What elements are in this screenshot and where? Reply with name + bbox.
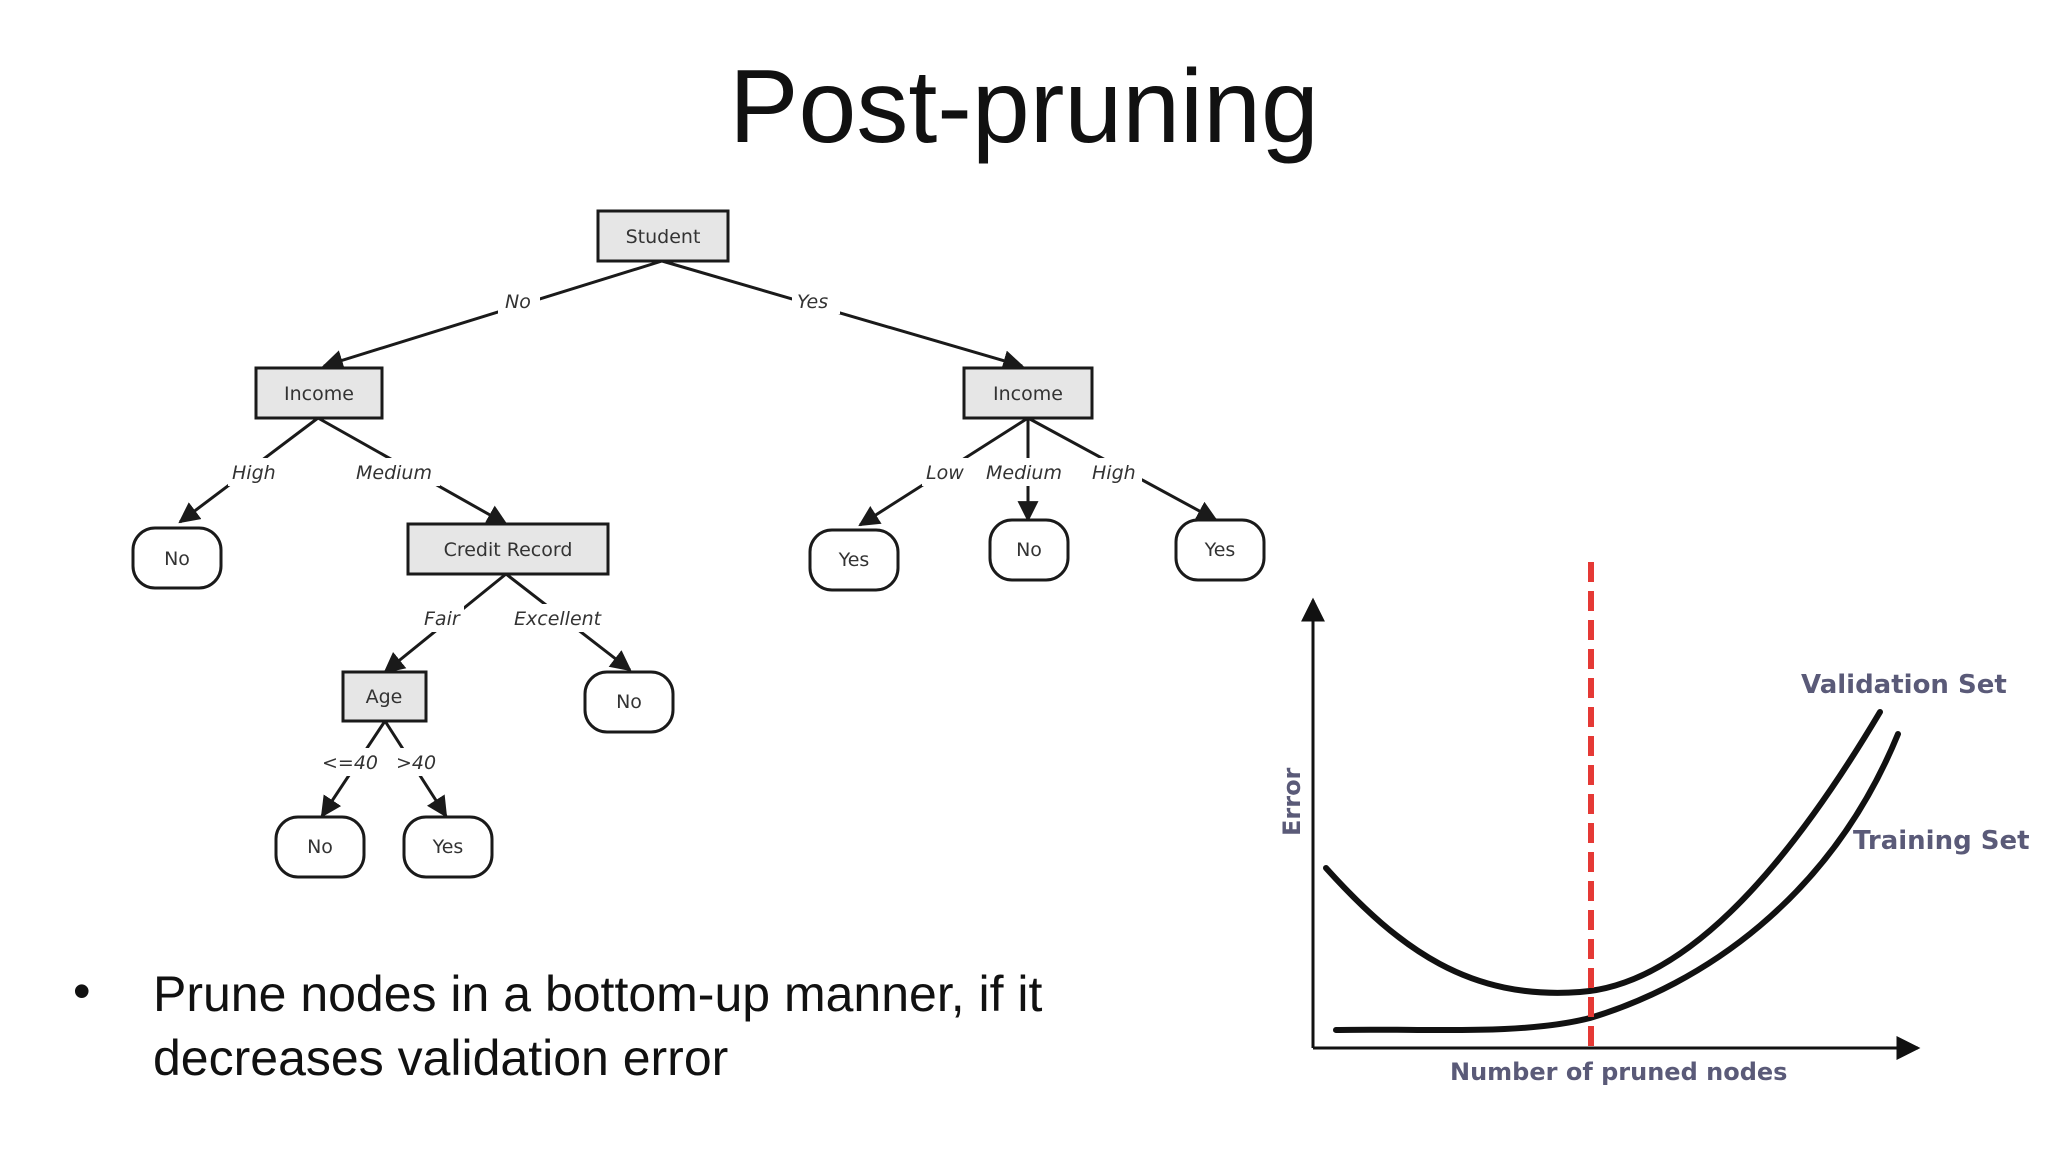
node-income-right: Income [962, 366, 1094, 420]
leaf-no-le40: No [274, 815, 366, 879]
edge-label-student-yes: Yes [797, 291, 828, 313]
edge-label-credit-fair: Fair [424, 608, 461, 630]
node-student: Student [596, 209, 730, 263]
leaf-yes-low-label: Yes [838, 549, 870, 571]
leaf-yes-gt40-label: Yes [432, 836, 464, 858]
edge-student-no [321, 259, 663, 371]
x-axis-label: Number of pruned nodes [1450, 1058, 1787, 1086]
node-income-left-label: Income [284, 383, 354, 405]
node-income-left: Income [254, 366, 384, 420]
leaf-no-high-label: No [164, 548, 190, 570]
validation-set-label: Validation Set [1801, 670, 2007, 700]
node-credit-record: Credit Record [406, 522, 610, 576]
edge-label-age-gt40: >40 [396, 752, 436, 774]
edge-label-credit-excellent: Excellent [514, 608, 603, 630]
node-income-right-label: Income [993, 383, 1063, 405]
bullet-text: Prune nodes in a bottom-up manner, if it… [153, 966, 1043, 1086]
leaf-yes-high-label: Yes [1204, 539, 1236, 561]
leaf-no-le40-label: No [307, 836, 333, 858]
leaf-yes-gt40: Yes [402, 815, 494, 879]
leaf-no-medium: No [988, 518, 1070, 582]
error-chart: Validation Set Training Set Number of pr… [1278, 562, 2030, 1086]
edge-label-right-low: Low [926, 462, 964, 484]
edge-label-left-medium: Medium [356, 462, 432, 484]
bullet-marker: • [73, 963, 91, 1019]
edge-labels: No Yes High Medium Low Medium High Fair … [228, 286, 1142, 776]
edge-label-age-le40: <=40 [322, 752, 378, 774]
edge-student-yes [661, 259, 1025, 371]
validation-curve [1323, 709, 1883, 996]
leaf-yes-low: Yes [808, 528, 900, 592]
edge-label-right-high: High [1092, 462, 1136, 484]
leaf-no-excellent: No [583, 670, 675, 734]
node-credit-record-label: Credit Record [444, 539, 573, 561]
training-curve [1333, 731, 1901, 1034]
node-age: Age [341, 670, 428, 723]
edge-label-right-medium: Medium [986, 462, 1062, 484]
leaf-no-high: No [131, 526, 223, 590]
node-age-label: Age [366, 686, 403, 708]
leaf-yes-high: Yes [1174, 518, 1266, 582]
training-set-label: Training Set [1853, 826, 2030, 856]
leaf-no-medium-label: No [1016, 539, 1042, 561]
slide-title: Post-pruning [729, 49, 1319, 165]
decision-nodes: Student Income Income Credit Record Age [254, 209, 1094, 723]
leaf-no-excellent-label: No [616, 691, 642, 713]
edge-label-left-high: High [232, 462, 276, 484]
edge-label-student-no: No [505, 291, 531, 313]
y-axis-label: Error [1278, 767, 1306, 836]
node-student-label: Student [626, 226, 701, 248]
leaf-nodes: No Yes No Yes No No Yes [131, 518, 1266, 879]
